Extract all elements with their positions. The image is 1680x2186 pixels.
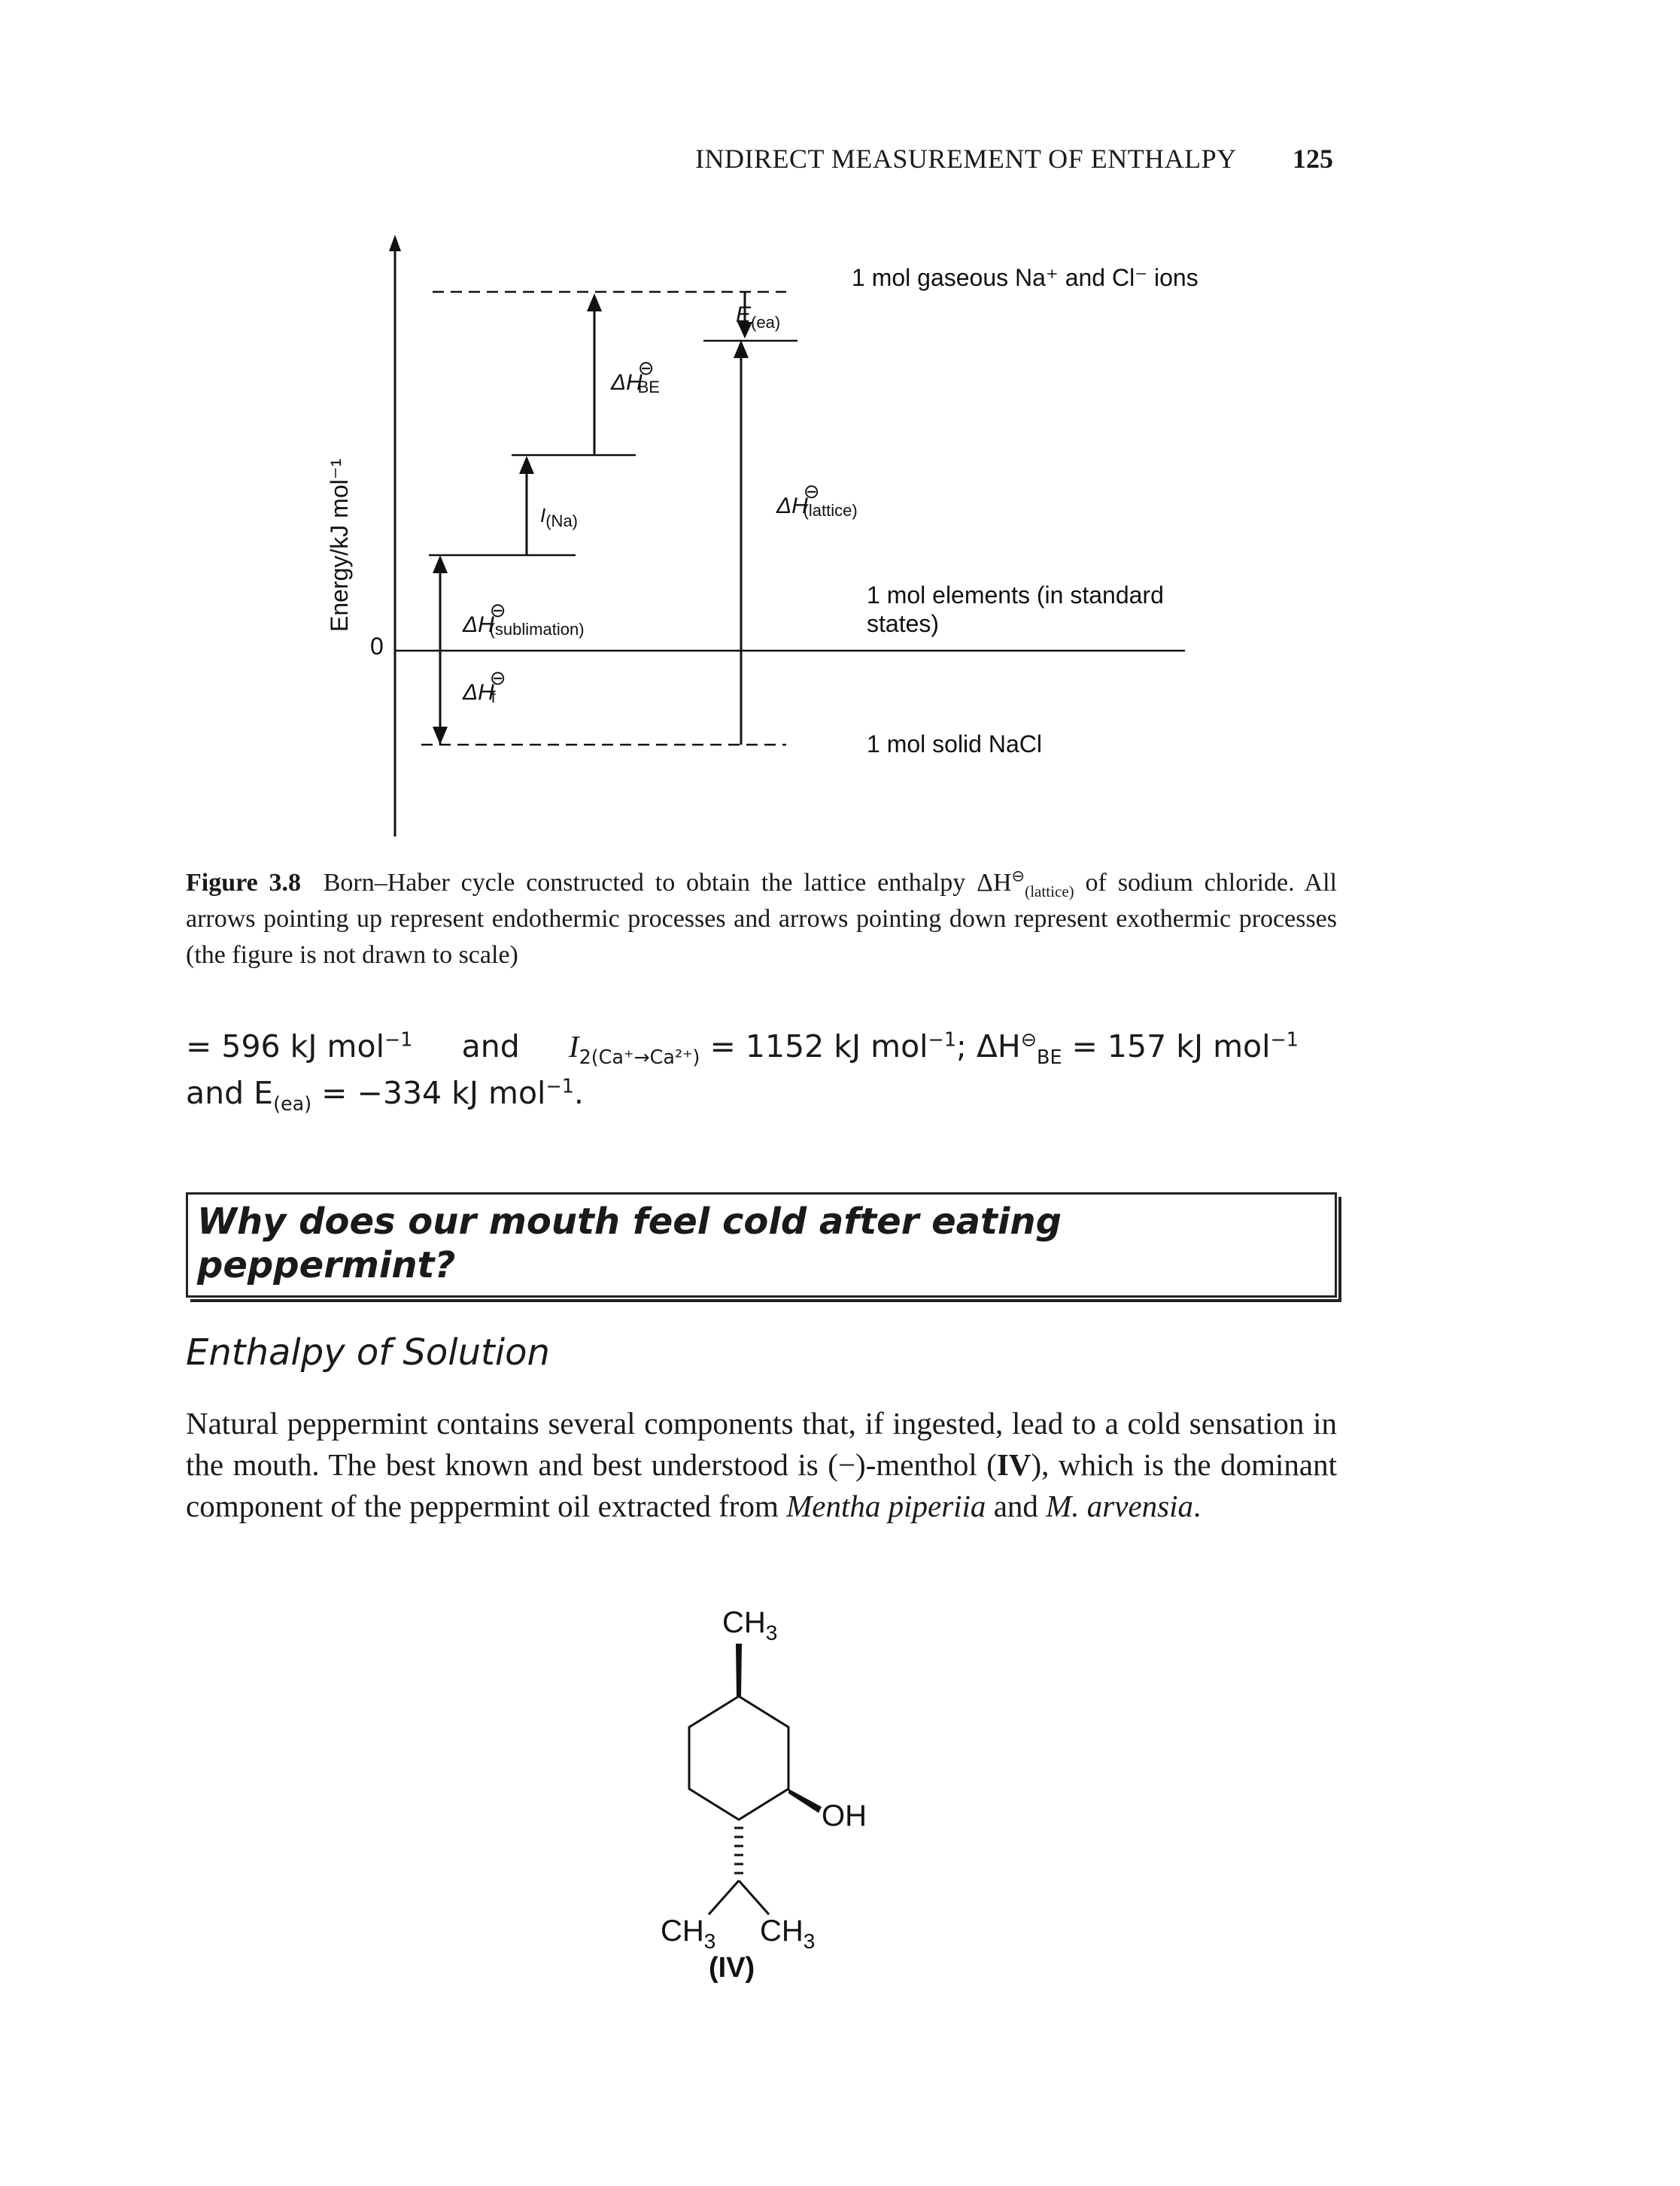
compound-label: (IV) (709, 1952, 755, 1984)
caption-label: Figure 3.8 (186, 869, 302, 897)
label-elements-line2: states) (867, 610, 939, 637)
ch3-right-label: CH3 (760, 1914, 815, 1953)
dh-f-label: ΔH⊖f (462, 666, 506, 706)
dh-sublimation-arrowhead (433, 555, 448, 573)
e-ea-label: E(ea) (736, 302, 780, 332)
dh-lattice-arrowhead (734, 340, 749, 358)
dh-be-arrowhead (587, 293, 602, 311)
ch3-left-label: CH3 (661, 1914, 715, 1953)
born-haber-diagram: Energy/kJ mol⁻¹ 0 E(ea) ΔH⊖BE I(Na) ΔH⊖(… (326, 235, 1198, 836)
label-elements-line1: 1 mol elements (in standard (867, 581, 1164, 609)
equation-block: = 596 kJ mol−1 and I2(Ca⁺→Ca²⁺) = 1152 k… (186, 1023, 1344, 1116)
question-text: Why does our mouth feel cold after eatin… (197, 1201, 1062, 1286)
equation-line-1: = 596 kJ mol−1 and I2(Ca⁺→Ca²⁺) = 1152 k… (186, 1028, 1299, 1069)
page-number: 125 (1293, 144, 1333, 174)
question-box-shadow (190, 1197, 1341, 1302)
ch3-top-label: CH3 (722, 1606, 777, 1644)
question-box (186, 1192, 1337, 1298)
figure-caption: Figure 3.8 Born–Haber cycle constructed … (186, 865, 1337, 973)
dh-be-label: ΔH⊖BE (610, 357, 660, 396)
dh-lattice-label: ΔH⊖(lattice) (776, 480, 858, 520)
dh-f-arrowhead (433, 727, 448, 745)
label-solid-nacl: 1 mol solid NaCl (867, 730, 1042, 758)
label-gaseous-ions: 1 mol gaseous Na⁺ and Cl⁻ ions (852, 264, 1198, 291)
zero-label: 0 (370, 633, 384, 660)
dh-sublimation-label: ΔH⊖(sublimation) (462, 599, 585, 639)
hashed-bond (734, 1826, 743, 1875)
body-paragraph: Natural peppermint contains several comp… (186, 1406, 1337, 1523)
y-axis-arrowhead (389, 235, 401, 251)
y-axis-label: Energy/kJ mol⁻¹ (326, 459, 353, 632)
section-heading: Enthalpy of Solution (186, 1331, 550, 1374)
wedge-bond-top (736, 1644, 742, 1696)
i-na-arrowhead (519, 456, 534, 474)
e-ea-arrowhead (737, 322, 752, 339)
caption-sub: (lattice) (1025, 882, 1074, 900)
caption-sup: ⊖ (1011, 867, 1025, 885)
menthol-structure: CH3 OH CH3 CH3 (IV) (661, 1606, 867, 1984)
caption-text-1: Born–Haber cycle constructed to obtain t… (323, 869, 1012, 897)
i-na-label: I(Na) (540, 504, 578, 530)
equation-line-2: and E(ea) = −334 kJ mol−1. (186, 1074, 584, 1116)
running-head: INDIRECT MEASUREMENT OF ENTHALPY (695, 144, 1237, 174)
wedge-bond-oh (788, 1789, 822, 1813)
caption-text-2: of sodium chloride. All arrows pointing … (186, 869, 1337, 969)
cyclohexane-ring (688, 1695, 790, 1821)
oh-label: OH (822, 1799, 867, 1832)
